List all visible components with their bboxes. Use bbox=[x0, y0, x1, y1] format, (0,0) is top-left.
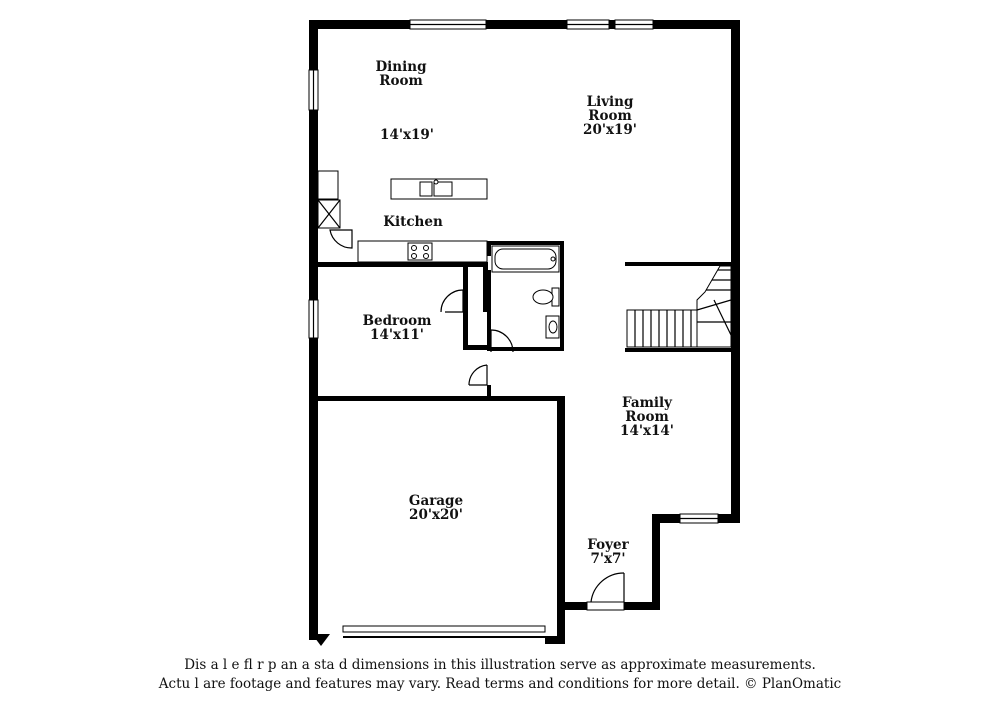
garage-size: 20'x20' bbox=[409, 507, 463, 523]
disclaimer-line-2: Actu l are footage and features may vary… bbox=[158, 676, 842, 692]
stairs bbox=[626, 265, 732, 348]
interior-walls bbox=[318, 241, 735, 401]
dining-room-name-line-1: Dining bbox=[375, 59, 427, 75]
bedroom-size: 14'x11' bbox=[370, 327, 424, 343]
garage-label: Garage 20'x20' bbox=[409, 494, 463, 522]
foyer-label: Foyer 7'x7' bbox=[587, 538, 628, 566]
dining-room-size: 14'x19' bbox=[380, 127, 434, 143]
garage-name: Garage bbox=[408, 493, 464, 509]
kitchen-island bbox=[390, 178, 488, 200]
foyer-name: Foyer bbox=[587, 537, 629, 553]
family-room-name-line-2: Room bbox=[625, 409, 669, 425]
living-room-name-line-2: Room bbox=[588, 108, 632, 124]
doors bbox=[440, 289, 625, 611]
garage-corner-marker bbox=[312, 634, 330, 646]
kitchen-label: Kitchen bbox=[383, 214, 443, 230]
family-room-name-line-1: Family bbox=[622, 395, 672, 411]
living-room-label: Living Room 20'x19' bbox=[583, 95, 637, 137]
windows bbox=[308, 19, 719, 524]
family-room-size: 14'x14' bbox=[620, 423, 674, 439]
kitchen-counter bbox=[317, 170, 488, 263]
bedroom-name: Bedroom bbox=[362, 313, 432, 329]
bathroom bbox=[491, 245, 560, 339]
family-room-label: Family Room 14'x14' bbox=[620, 396, 674, 438]
dining-room-label: Dining Room bbox=[375, 60, 426, 88]
living-room-size: 20'x19' bbox=[583, 122, 637, 138]
dining-room-name-line-2: Room bbox=[379, 73, 423, 89]
foyer-size: 7'x7' bbox=[590, 551, 626, 567]
bedroom-label: Bedroom 14'x11' bbox=[363, 314, 432, 342]
garage-door bbox=[342, 625, 546, 638]
living-room-name-line-1: Living bbox=[586, 94, 634, 110]
disclaimer-line-1: Dis a l e fl r p an a sta d dimensions i… bbox=[184, 657, 816, 673]
